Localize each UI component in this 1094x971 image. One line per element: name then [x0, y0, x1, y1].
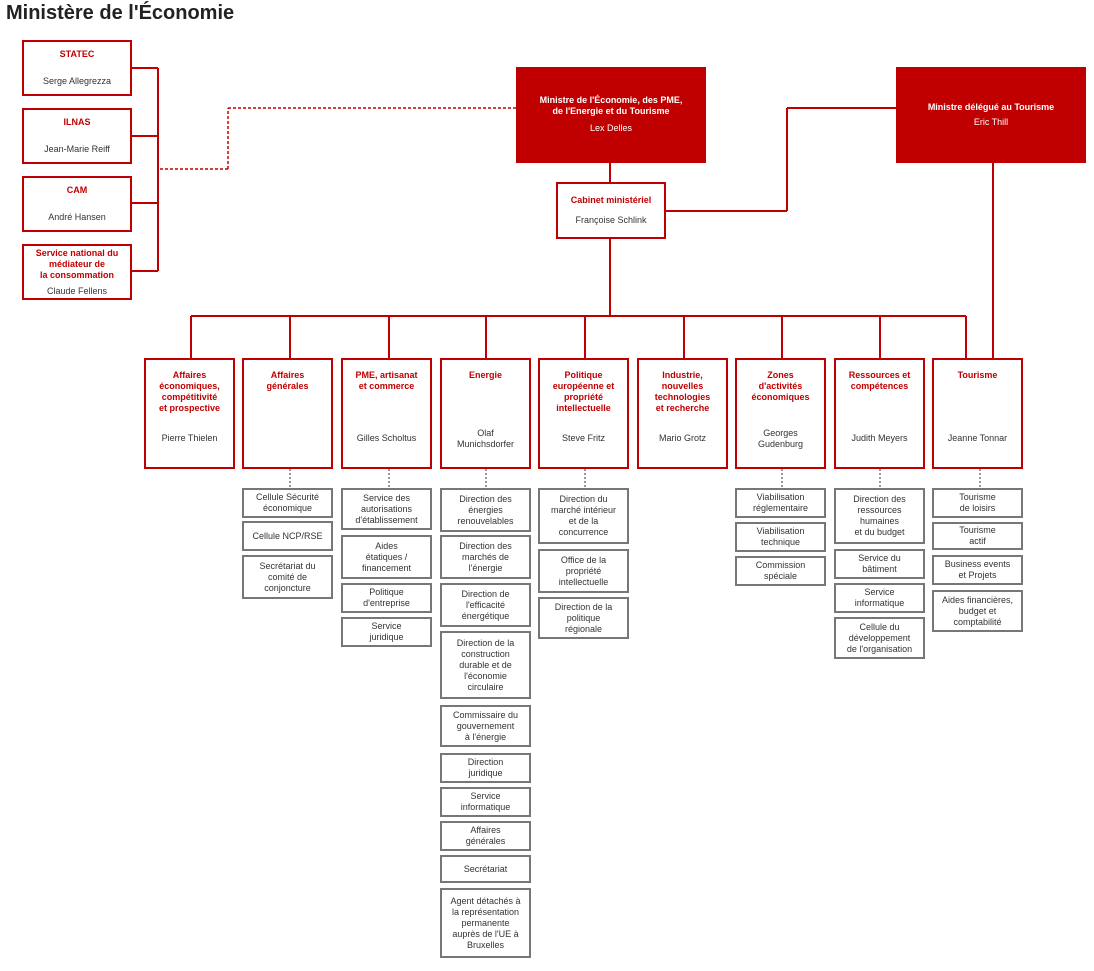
directorate-box: Affaires économiques, compétitivité et p… [144, 358, 235, 469]
directorate-head: Georges Gudenburg [757, 428, 804, 449]
directorate-head: Pierre Thielen [161, 433, 218, 443]
directorate-title: Tourisme [957, 370, 998, 380]
agency-person: Claude Fellens [46, 286, 108, 296]
sub-unit-box: Service informatique [834, 583, 925, 613]
sub-unit-box: Service des autorisations d'établissemen… [341, 488, 432, 530]
directorate-box: Ressources et compétences Judith Meyers [834, 358, 925, 469]
agency-title: STATEC [59, 49, 95, 59]
directorate-title: Energie [468, 370, 502, 380]
sub-unit-box: Viabilisation technique [735, 522, 826, 552]
directorate-box: Tourisme Jeanne Tonnar [932, 358, 1023, 469]
directorate-box: Politique européenne et propriété intell… [538, 358, 629, 469]
sub-unit-box: Tourisme de loisirs [932, 488, 1023, 518]
directorate-head: Mario Grotz [658, 433, 706, 443]
delegate-person: Eric Thill [973, 117, 1009, 127]
agency-box: CAM André Hansen [22, 176, 132, 232]
agency-box: STATEC Serge Allegrezza [22, 40, 132, 96]
sub-unit-box: Agent détachés à la représentation perma… [440, 888, 531, 958]
directorate-box: PME, artisanat et commerce Gilles Scholt… [341, 358, 432, 469]
directorate-box: Zones d'activités économiques Georges Gu… [735, 358, 826, 469]
directorate-title: Affaires économiques, compétitivité et p… [158, 370, 221, 413]
agency-person: Jean-Marie Reiff [44, 144, 110, 154]
sub-unit-box: Tourisme actif [932, 522, 1023, 550]
directorate-box: Energie Olaf Munichsdorfer [440, 358, 531, 469]
sub-unit-box: Direction juridique [440, 753, 531, 783]
sub-unit-box: Service du bâtiment [834, 549, 925, 579]
sub-unit-box: Aides financières, budget et comptabilit… [932, 590, 1023, 632]
sub-unit-box: Service informatique [440, 787, 531, 817]
sub-unit-box: Direction des ressources humaines et du … [834, 488, 925, 544]
directorate-title: Affaires générales [266, 370, 309, 391]
directorate-head: Gilles Scholtus [356, 433, 417, 443]
sub-unit-box: Direction du marché intérieur et de la c… [538, 488, 629, 544]
cabinet-title: Cabinet ministériel [570, 195, 652, 205]
sub-unit-box: Commissaire du gouvernement à l'énergie [440, 705, 531, 747]
agency-title: ILNAS [63, 117, 91, 127]
delegate-minister-box: Ministre délégué au Tourisme Eric Thill [896, 67, 1086, 163]
cabinet-person: Françoise Schlink [575, 215, 647, 225]
directorate-head: Olaf Munichsdorfer [456, 428, 515, 449]
directorate-title: Industrie, nouvelles technologies et rec… [654, 370, 711, 413]
directorate-box: Industrie, nouvelles technologies et rec… [637, 358, 728, 469]
sub-unit-box: Cellule du développement de l'organisati… [834, 617, 925, 659]
cabinet-box: Cabinet ministériel Françoise Schlink [556, 182, 666, 239]
sub-unit-box: Aides étatiques / financement [341, 535, 432, 579]
delegate-title: Ministre délégué au Tourisme [927, 102, 1055, 112]
page-title: Ministère de l'Économie [6, 2, 235, 24]
sub-unit-box: Direction de la politique régionale [538, 597, 629, 639]
minister-title: Ministre de l'Économie, des PME, de l'En… [539, 95, 683, 116]
directorate-title: Ressources et compétences [848, 370, 911, 391]
directorate-title: PME, artisanat et commerce [355, 370, 418, 391]
sub-unit-box: Office de la propriété intellectuelle [538, 549, 629, 593]
sub-unit-box: Cellule NCP/RSE [242, 521, 333, 551]
minister-box: Ministre de l'Économie, des PME, de l'En… [516, 67, 706, 163]
sub-unit-box: Cellule Sécurité économique [242, 488, 333, 518]
sub-unit-box: Business events et Projets [932, 555, 1023, 585]
agency-person: André Hansen [48, 212, 106, 222]
directorate-title: Politique européenne et propriété intell… [552, 370, 615, 413]
sub-unit-box: Secrétariat [440, 855, 531, 883]
directorate-title: Zones d'activités économiques [751, 370, 810, 402]
sub-unit-box: Direction des marchés de l'énergie [440, 535, 531, 579]
sub-unit-box: Politique d'entreprise [341, 583, 432, 613]
sub-unit-box: Secrétariat du comité de conjoncture [242, 555, 333, 599]
sub-unit-box: Direction de la construction durable et … [440, 631, 531, 699]
agency-box: ILNAS Jean-Marie Reiff [22, 108, 132, 164]
agency-person: Serge Allegrezza [42, 76, 112, 86]
directorate-head: Steve Fritz [561, 433, 605, 443]
directorate-head: Judith Meyers [851, 433, 908, 443]
agency-title: CAM [66, 185, 88, 195]
directorate-head: Jeanne Tonnar [947, 433, 1008, 443]
agency-title: Service national du médiateur de la cons… [35, 248, 119, 280]
sub-unit-box: Viabilisation réglementaire [735, 488, 826, 518]
sub-unit-box: Direction de l'efficacité énergétique [440, 583, 531, 627]
sub-unit-box: Direction des énergies renouvelables [440, 488, 531, 532]
directorate-box: Affaires générales [242, 358, 333, 469]
sub-unit-box: Commission spéciale [735, 556, 826, 586]
minister-person: Lex Delles [589, 123, 633, 133]
sub-unit-box: Service juridique [341, 617, 432, 647]
sub-unit-box: Affaires générales [440, 821, 531, 851]
agency-box: Service national du médiateur de la cons… [22, 244, 132, 300]
